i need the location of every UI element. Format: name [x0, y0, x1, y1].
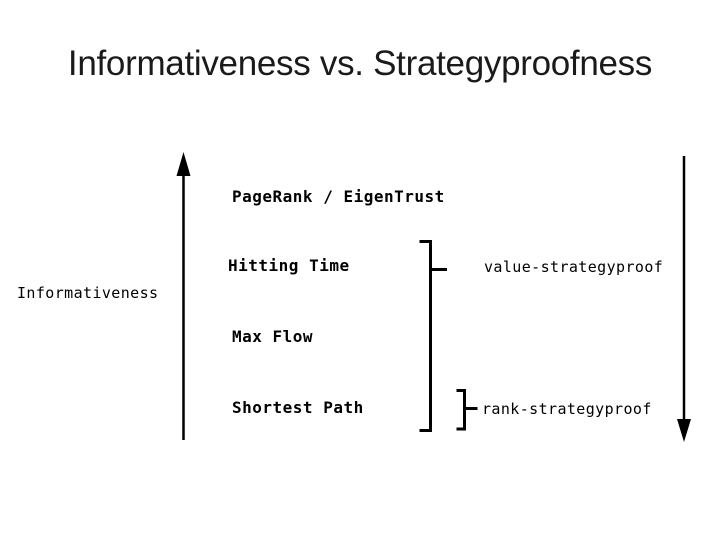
- group-label-rank-strategyproof: rank-strategyproof: [482, 400, 652, 418]
- informativeness-axis-label: Informativeness: [17, 284, 159, 302]
- method-label-hitting-time: Hitting Time: [228, 256, 350, 275]
- value-strategyproof-bracket: [419, 240, 447, 432]
- method-label-shortest-path: Shortest Path: [232, 398, 364, 417]
- down-arrow-icon: [677, 156, 691, 442]
- method-label-pagerank-eigentrust: PageRank / EigenTrust: [232, 187, 445, 206]
- slide-title: Informativeness vs. Strategyproofness: [67, 44, 653, 83]
- rank-strategyproof-bracket: [456, 389, 478, 431]
- up-arrow-icon: [176, 152, 191, 440]
- method-label-max-flow: Max Flow: [232, 327, 314, 346]
- group-label-value-strategyproof: value-strategyproof: [484, 258, 664, 276]
